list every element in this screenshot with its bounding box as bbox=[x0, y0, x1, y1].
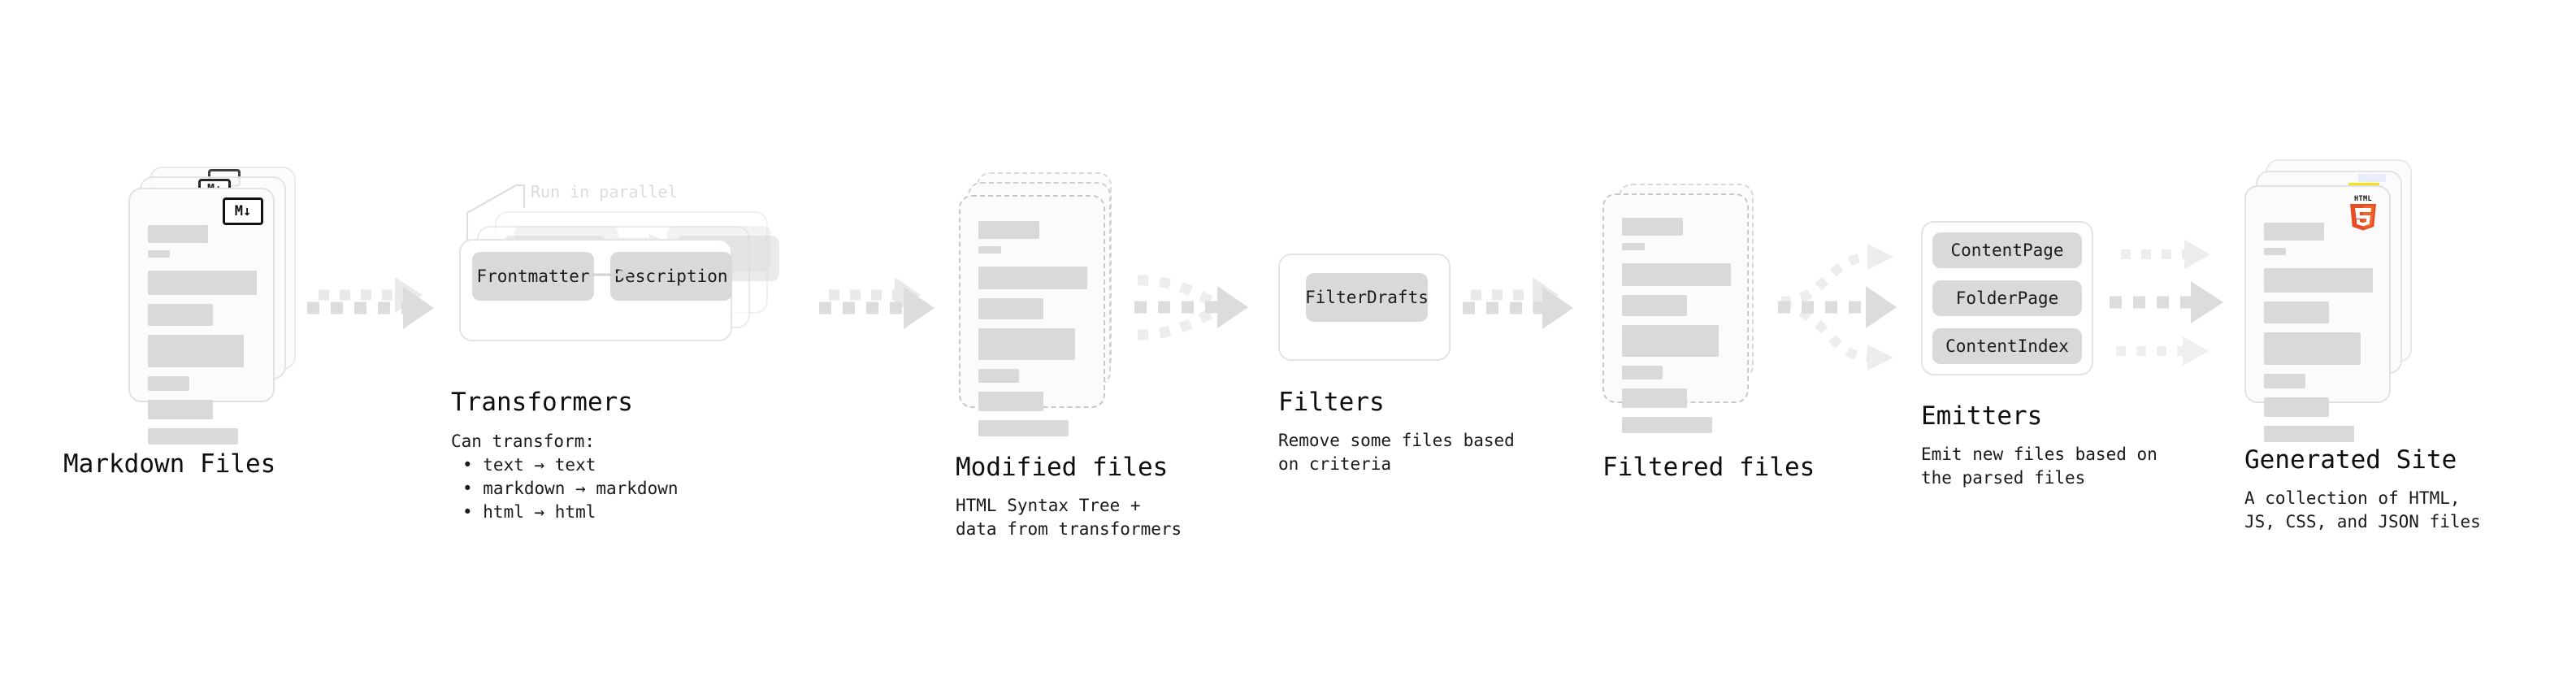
connector-filtered-to-emitters bbox=[1778, 244, 1897, 371]
stage-title-filtered-files: Filtered files bbox=[1602, 453, 1815, 482]
connector-transformers-to-modified bbox=[819, 277, 935, 329]
pill-filterdrafts-label: FilterDrafts bbox=[1305, 288, 1429, 307]
pill-contentindex[interactable]: ContentIndex bbox=[1932, 328, 2082, 364]
modified-file-stack bbox=[959, 172, 1134, 436]
doc-bar bbox=[978, 392, 1044, 411]
connector-filters-to-filtered bbox=[1463, 277, 1573, 329]
filtered-card-front bbox=[1602, 193, 1749, 433]
connector-modified-to-filters bbox=[1134, 275, 1248, 340]
doc-bar-subtitle bbox=[1622, 243, 1646, 250]
doc-bar-subtitle bbox=[2264, 248, 2286, 255]
doc-bar bbox=[978, 328, 1076, 360]
filtered-file-stack bbox=[1602, 184, 1777, 444]
doc-bar bbox=[978, 420, 1069, 436]
stage-sub-transformers: Can transform: bbox=[451, 432, 596, 451]
stage-sub-generated-site: A collection of HTML, JS, CSS, and JSON … bbox=[2244, 488, 2481, 531]
site-card-front: HTML bbox=[2244, 185, 2391, 442]
doc-bar bbox=[2264, 301, 2330, 323]
pill-contentpage-label: ContentPage bbox=[1950, 241, 2064, 260]
connector-md-to-transformers bbox=[307, 277, 434, 329]
doc-bar bbox=[148, 400, 214, 419]
doc-bar-title bbox=[2264, 223, 2324, 241]
transform-bullet-1: • markdown → markdown bbox=[462, 479, 679, 498]
doc-bar bbox=[2264, 374, 2305, 388]
pill-frontmatter-label: Frontmatter bbox=[476, 267, 590, 286]
markdown-file-stack: M↓ M↓ bbox=[128, 167, 303, 445]
modified-card-front bbox=[959, 195, 1105, 436]
stage-filtered-files: Filtered files bbox=[1602, 184, 1815, 482]
doc-bar bbox=[2264, 268, 2373, 293]
doc-bar bbox=[148, 428, 239, 445]
generated-site-stack: CSS HTML bbox=[2244, 159, 2431, 442]
doc-bar-title bbox=[148, 225, 208, 243]
transform-bullet-2: • html → html bbox=[462, 502, 596, 522]
doc-bar bbox=[2264, 332, 2361, 365]
doc-bar bbox=[2264, 397, 2330, 417]
run-in-parallel-label: Run in parallel bbox=[531, 182, 678, 202]
stage-title-transformers: Transformers bbox=[451, 388, 633, 417]
doc-bar-subtitle bbox=[148, 250, 170, 258]
doc-bar bbox=[1622, 295, 1688, 316]
doc-bar bbox=[978, 267, 1087, 289]
stage-title-modified-files: Modified files bbox=[956, 453, 1169, 482]
stage-generated-site: CSS HTML bbox=[2244, 159, 2481, 531]
doc-bar bbox=[1622, 263, 1731, 286]
pill-contentpage[interactable]: ContentPage bbox=[1932, 232, 2082, 268]
doc-bar bbox=[1622, 388, 1688, 408]
stage-sub-modified-files: HTML Syntax Tree + data from transformer… bbox=[956, 496, 1182, 539]
doc-bar-subtitle bbox=[978, 246, 1002, 254]
pill-contentindex-label: ContentIndex bbox=[1945, 336, 2069, 356]
doc-bar bbox=[2264, 426, 2355, 442]
doc-bar bbox=[1622, 366, 1663, 380]
doc-bar bbox=[1622, 325, 1720, 357]
stage-markdown-files: M↓ M↓ Markdown Files bbox=[63, 167, 303, 479]
doc-bar bbox=[1622, 417, 1713, 433]
transform-bullet-0: • text → text bbox=[462, 455, 596, 475]
stage-title-emitters: Emitters bbox=[1921, 401, 2043, 431]
doc-bar bbox=[148, 376, 189, 391]
stage-modified-files: Modified files HTML Syntax Tree + data f… bbox=[956, 172, 1182, 539]
doc-bar bbox=[148, 304, 214, 326]
stage-sub-filters: Remove some files based on criteria bbox=[1278, 431, 1515, 474]
svg-text:HTML: HTML bbox=[2354, 195, 2372, 203]
pill-description[interactable]: Description bbox=[610, 252, 732, 301]
pill-folderpage-label: FolderPage bbox=[1955, 288, 2059, 308]
doc-bar bbox=[978, 298, 1044, 319]
pill-description-label: Description bbox=[614, 267, 728, 286]
pill-folderpage[interactable]: FolderPage bbox=[1932, 280, 2082, 316]
stage-title-filters: Filters bbox=[1278, 388, 1385, 417]
doc-bar bbox=[148, 271, 257, 295]
doc-bar-title bbox=[1622, 218, 1684, 236]
connector-emitters-to-site bbox=[2110, 240, 2223, 366]
pill-filterdrafts[interactable]: FilterDrafts bbox=[1305, 273, 1429, 322]
doc-bar bbox=[978, 369, 1019, 383]
markdown-badge-icon: M↓ bbox=[223, 197, 263, 225]
markdown-card-front: M↓ bbox=[128, 188, 275, 445]
pill-frontmatter[interactable]: Frontmatter bbox=[472, 252, 594, 301]
stage-title-markdown-files: Markdown Files bbox=[63, 449, 276, 479]
stage-title-generated-site: Generated Site bbox=[2244, 445, 2457, 475]
doc-bar bbox=[148, 335, 244, 367]
doc-bar-title bbox=[978, 221, 1040, 239]
stage-sub-emitters: Emit new files based on the parsed files bbox=[1921, 445, 2158, 488]
